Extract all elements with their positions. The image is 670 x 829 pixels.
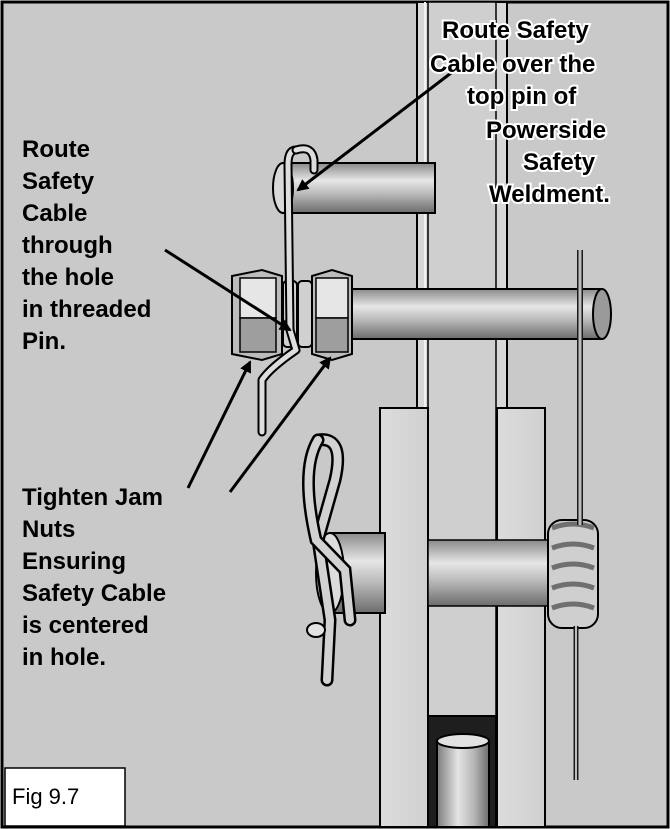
callout-top-line-3: top pin of [467, 83, 577, 110]
callout-left-upper-line-5: the hole [22, 264, 114, 291]
callout-left-lower-line-2: Nuts [22, 516, 75, 543]
callout-left-upper-line-1: Route [22, 136, 90, 163]
safety-cable [257, 144, 319, 437]
callout-left-upper-line-4: through [22, 232, 113, 259]
arrow-left-jam-nut [186, 360, 252, 489]
callout-top-line-2: Cable over the [430, 51, 595, 78]
callout-left-upper-line-3: Cable [22, 200, 87, 227]
callout-top-line-1: Route Safety [442, 17, 589, 44]
torsion-spring [547, 250, 599, 780]
top-pin [272, 162, 436, 214]
callout-left-lower-line-5: is centered [22, 612, 149, 639]
callout-top-pin: Route Safety Cable over the top pin of P… [428, 15, 612, 210]
arrow-threaded-pin-hole [164, 248, 292, 332]
figure-label: Fig 9.7 [4, 767, 126, 827]
callout-left-lower-line-4: Safety Cable [22, 580, 166, 607]
callout-threaded-pin: Route Safety Cable through the hole in t… [22, 136, 151, 355]
lower-side-plates [379, 407, 546, 828]
callout-top-line-6: Weldment. [489, 181, 610, 208]
lower-pin [315, 532, 581, 614]
callout-left-lower-line-3: Ensuring [22, 548, 126, 575]
callout-left-upper-line-2: Safety [22, 168, 95, 195]
callout-jam-nuts: Tighten Jam Nuts Ensuring Safety Cable i… [22, 484, 166, 671]
arrow-top-pin [296, 58, 469, 192]
callout-top-line-4: Powerside [486, 117, 606, 144]
hairpin-clip [301, 433, 357, 687]
callout-left-lower-line-6: in hole. [22, 644, 106, 671]
callout-left-upper-line-7: Pin. [22, 328, 66, 355]
arrow-right-jam-nut [228, 356, 332, 493]
callout-top-line-5: Safety [523, 149, 596, 176]
callout-left-lower-line-1: Tighten Jam [22, 484, 163, 511]
threaded-pin [319, 288, 612, 340]
callout-left-upper-line-6: in threaded [22, 296, 151, 323]
figure-label-text: Fig 9.7 [12, 784, 79, 809]
